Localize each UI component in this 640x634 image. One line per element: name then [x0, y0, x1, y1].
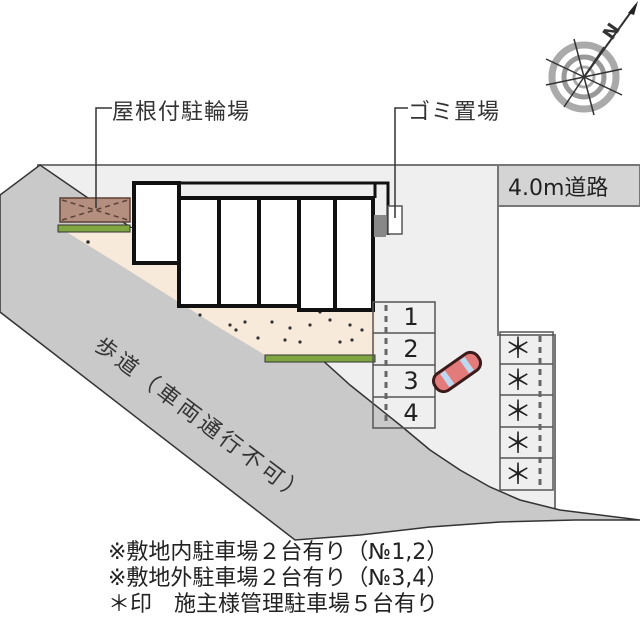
- stairs: [374, 215, 386, 237]
- owner-slot-mark: ＊: [503, 427, 532, 460]
- note-line: ※敷地内駐車場２台有り（№1,2）: [108, 540, 449, 565]
- note-line: ※敷地外駐車場２台有り（№3,4）: [108, 566, 449, 591]
- bicycle-parking: [59, 197, 131, 223]
- bicycle-callout-line: [95, 107, 112, 208]
- red-car-icon: [432, 350, 482, 394]
- parking-slots-onsite: [372, 301, 436, 429]
- parking-notes: ※敷地内駐車場２台有り（№1,2） ※敷地外駐車場２台有り（№3,4） ＊印 施…: [108, 540, 448, 618]
- bicycle-parking-label: 屋根付駐輪場: [112, 100, 251, 125]
- parking-slot-number: 1: [403, 303, 419, 331]
- north-arrow-compass-icon: N: [545, 1, 638, 116]
- gravel-dots: [86, 240, 364, 344]
- parking-slots-owner: [499, 331, 554, 491]
- parking-slot-number: 4: [403, 399, 419, 427]
- hedge: [264, 354, 376, 363]
- hedge: [57, 224, 131, 233]
- parking-slot-number: 3: [403, 367, 419, 395]
- road: [497, 164, 640, 207]
- garbage-callout-line: [394, 107, 408, 218]
- building: [132, 181, 375, 312]
- owner-slot-mark: ＊: [503, 364, 532, 397]
- owner-slot-mark: ＊: [503, 332, 532, 365]
- owner-slot-mark: ＊: [503, 458, 532, 491]
- road-label: 4.0m道路: [508, 176, 609, 201]
- svg-text:N: N: [599, 19, 625, 43]
- parking-slot-number: 2: [403, 335, 419, 363]
- garbage-area-label: ゴミ置場: [408, 100, 501, 125]
- owner-slot-mark: ＊: [503, 395, 532, 428]
- note-line: ＊印 施主様管理駐車場５台有り: [108, 592, 439, 617]
